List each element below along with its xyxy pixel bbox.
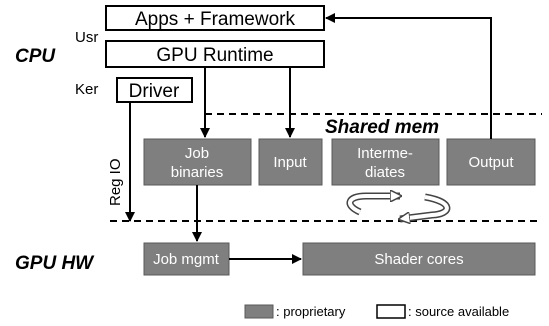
legend-proprietary-label: : proprietary bbox=[276, 304, 346, 319]
reg-io-label: Reg IO bbox=[107, 158, 124, 206]
intermediates-label-line2: diates bbox=[365, 164, 405, 181]
job-mgmt-label: Job mgmt bbox=[153, 251, 220, 268]
job-binaries-box bbox=[143, 138, 252, 186]
shared-mem-label: Shared mem bbox=[325, 117, 439, 138]
job-mgmt-box bbox=[143, 242, 230, 276]
intermediates-box bbox=[331, 138, 440, 186]
output-box bbox=[446, 138, 536, 186]
shader-cores-box bbox=[302, 242, 536, 276]
input-label: Input bbox=[273, 154, 307, 171]
legend-source-label: : source available bbox=[408, 304, 509, 319]
gpu-runtime-label: GPU Runtime bbox=[156, 45, 273, 66]
legend-source-swatch bbox=[376, 304, 406, 319]
shader-cores-label: Shader cores bbox=[374, 251, 463, 268]
gpu-runtime-box bbox=[105, 40, 325, 68]
apps-framework-box bbox=[105, 5, 325, 31]
usr-label: Usr bbox=[75, 29, 98, 46]
gpu-hw-label: GPU HW bbox=[15, 253, 95, 274]
driver-box bbox=[116, 77, 193, 103]
cpu-label: CPU bbox=[15, 46, 56, 67]
output-label: Output bbox=[468, 154, 514, 171]
intermediates-label-line1: Interme- bbox=[357, 145, 413, 162]
legend-proprietary-swatch bbox=[244, 304, 274, 319]
driver-label: Driver bbox=[129, 81, 180, 102]
job-binaries-label-line2: binaries bbox=[171, 164, 224, 181]
apps-framework-label: Apps + Framework bbox=[135, 9, 295, 30]
job-binaries-label-line1: Job bbox=[185, 145, 209, 162]
ker-label: Ker bbox=[75, 81, 98, 98]
output-to-apps-arrow bbox=[325, 13, 492, 139]
input-box bbox=[258, 138, 323, 186]
